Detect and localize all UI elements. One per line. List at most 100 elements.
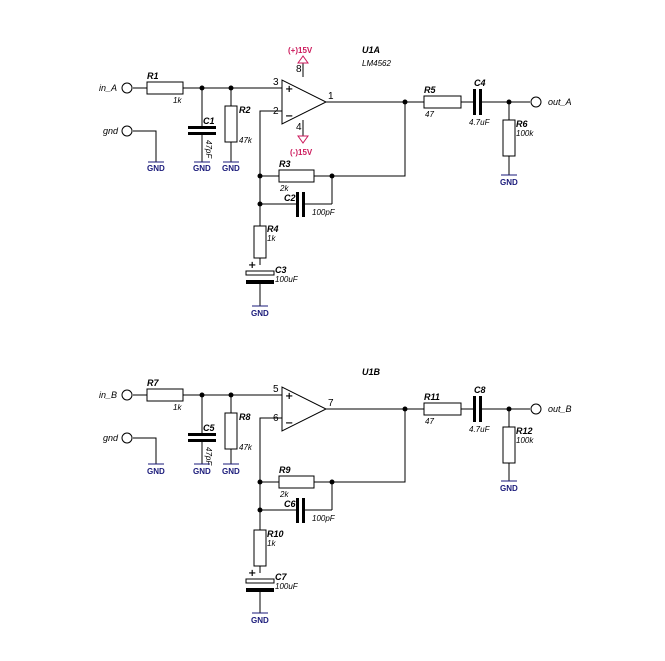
capacitor-c7-plate-pos — [245, 578, 275, 584]
value-r4: 1k — [267, 234, 276, 243]
ref-r4: R4 — [267, 224, 279, 234]
value-c7: 100uF — [275, 582, 299, 591]
ref-c7: C7 — [275, 572, 287, 582]
capacitor-c4-plate-right — [479, 89, 482, 115]
resistor-r2 — [224, 105, 238, 143]
svg-text:GND: GND — [500, 484, 518, 493]
value-r1: 1k — [173, 96, 182, 105]
ref-c5: C5 — [203, 423, 215, 433]
ref-c2: C2 — [284, 193, 296, 203]
ref-r7: R7 — [147, 378, 159, 388]
resistor-r8 — [224, 412, 238, 450]
pin-out-a: 1 — [328, 91, 334, 102]
resistor-r6 — [502, 119, 516, 157]
ref-r2: R2 — [239, 105, 251, 115]
capacitor-c2-plate-left — [296, 192, 299, 217]
value-c5: 47pF — [204, 447, 213, 466]
c7-polarity-sign: + — [248, 568, 256, 579]
capacitor-c6-plate-right — [302, 498, 305, 523]
port-label-in-a: in_A — [99, 83, 117, 93]
port-out-b — [530, 403, 542, 415]
resistor-r7 — [146, 388, 184, 402]
ref-r12: R12 — [516, 426, 533, 436]
power-pos-label: (+)15V — [288, 46, 313, 55]
value-r3: 2k — [279, 184, 289, 193]
capacitor-c1-plate-top — [188, 126, 216, 129]
svg-text:GND: GND — [147, 164, 165, 173]
port-gnd-a — [121, 125, 133, 137]
ref-c3: C3 — [275, 265, 287, 275]
ref-r1: R1 — [147, 71, 159, 81]
value-r6: 100k — [516, 129, 534, 138]
opamp-plus-sign-b: + — [285, 391, 293, 402]
port-in-a — [121, 82, 133, 94]
capacitor-c7-plate-neg — [246, 588, 274, 592]
svg-text:GND: GND — [500, 178, 518, 187]
svg-text:GND: GND — [222, 164, 240, 173]
opamp-minus-sign-a: − — [285, 111, 293, 122]
ref-r9: R9 — [279, 465, 291, 475]
ground-symbol: GND — [222, 463, 240, 476]
port-label-out-a: out_A — [548, 97, 572, 107]
ground-symbol: GND — [147, 463, 165, 476]
ref-r10: R10 — [267, 529, 284, 539]
capacitor-c5-plate-bottom — [188, 439, 216, 442]
ground-symbol: GND — [193, 161, 211, 173]
ref-r6: R6 — [516, 119, 528, 129]
svg-text:GND: GND — [251, 616, 269, 625]
channel-b-junctions — [199, 392, 512, 513]
opamp-u1b — [281, 386, 328, 432]
svg-text:GND: GND — [251, 309, 269, 318]
channel-a-junctions — [199, 85, 512, 207]
svg-text:GND: GND — [193, 164, 211, 173]
resistor-r4 — [253, 225, 267, 259]
port-label-in-b: in_B — [99, 390, 117, 400]
capacitor-c8-plate-right — [479, 396, 482, 422]
ground-symbol: GND — [193, 463, 211, 476]
port-label-gnd-a: gnd — [103, 126, 119, 136]
power-neg-symbol — [297, 135, 309, 144]
pin-vneg-a: 4 — [296, 122, 302, 133]
svg-text:GND: GND — [222, 467, 240, 476]
value-r5: 47 — [425, 110, 434, 119]
resistor-r11 — [423, 402, 462, 416]
svg-text:GND: GND — [193, 467, 211, 476]
port-in-b — [121, 389, 133, 401]
ground-symbol: GND — [251, 305, 269, 318]
capacitor-c4-plate-left — [473, 89, 476, 115]
capacitor-c5-plate-top — [188, 433, 216, 436]
ref-r5: R5 — [424, 85, 436, 95]
capacitor-c6-plate-left — [296, 498, 299, 523]
opamp-u1a — [281, 79, 328, 125]
capacitor-c8-plate-left — [473, 396, 476, 422]
resistor-r3 — [278, 169, 315, 183]
port-label-out-b: out_B — [548, 404, 572, 414]
power-pos-symbol — [297, 55, 309, 64]
pin-inv-a: 2 — [273, 106, 279, 117]
port-gnd-b — [121, 432, 133, 444]
value-r2: 47k — [239, 136, 253, 145]
ref-r3: R3 — [279, 159, 291, 169]
ref-c6: C6 — [284, 499, 296, 509]
pin-vpos-a: 8 — [296, 64, 302, 75]
capacitor-c2-plate-right — [302, 192, 305, 217]
ground-symbol: GND — [500, 174, 518, 187]
value-c3: 100uF — [275, 275, 299, 284]
c3-polarity-sign: + — [248, 260, 256, 271]
ref-c8: C8 — [474, 385, 486, 395]
ground-symbol: GND — [222, 161, 240, 173]
power-neg-label: (-)15V — [290, 148, 313, 157]
value-r9: 2k — [279, 490, 289, 499]
opamp-minus-sign-b: − — [285, 418, 293, 429]
chip-label-b: U1B — [362, 367, 381, 377]
chip-label-a: U1A — [362, 45, 380, 55]
value-r12: 100k — [516, 436, 534, 445]
ground-symbol: GND — [147, 161, 165, 173]
value-c2: 100pF — [312, 208, 336, 217]
resistor-r10 — [253, 529, 267, 567]
pin-noninv-b: 5 — [273, 384, 279, 395]
value-c1: 47pF — [204, 140, 213, 159]
value-r8: 47k — [239, 443, 253, 452]
capacitor-c3-plate-neg — [246, 280, 274, 284]
ref-r11: R11 — [424, 392, 440, 402]
